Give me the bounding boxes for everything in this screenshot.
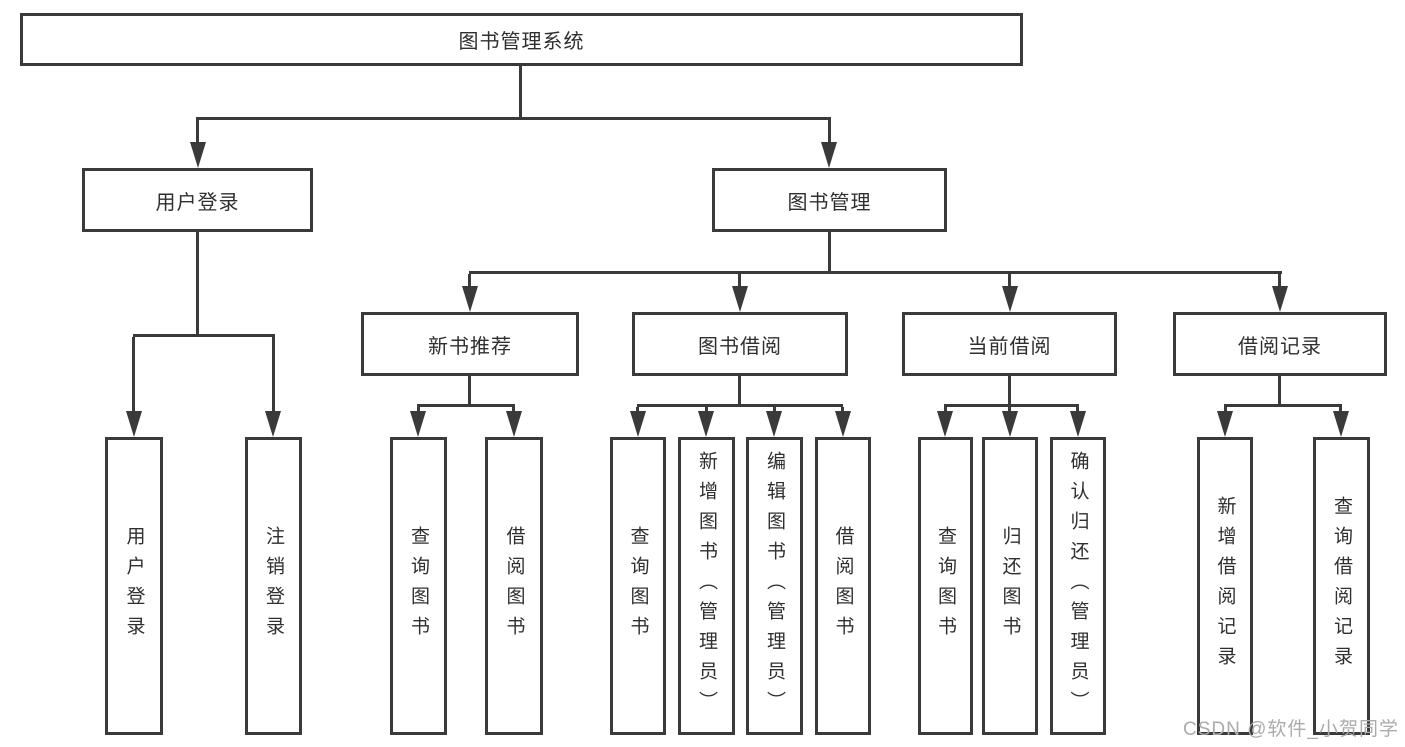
arrowhead-leaf-return-books xyxy=(1002,411,1018,437)
arrowhead-leaf-query-record xyxy=(1333,411,1349,437)
node-current-borrow: 当前借阅 xyxy=(902,312,1117,376)
arrowhead-leaf-login xyxy=(126,411,142,437)
node-new-book-recommend-label: 新书推荐 xyxy=(428,335,512,358)
connector-current-borrow-branch xyxy=(944,404,1079,407)
leaf-query-books-3: 查询图书 xyxy=(918,437,973,735)
connector-drop-current-borrow xyxy=(1008,274,1011,292)
node-book-management: 图书管理 xyxy=(712,168,947,232)
arrowhead-leaf-add-record xyxy=(1217,411,1233,437)
node-user-login-label: 用户登录 xyxy=(155,191,240,214)
leaf-borrow-books-2-label: 借阅图书 xyxy=(832,526,854,646)
connector-root-stem xyxy=(519,66,522,120)
connector-drop-leaf-login xyxy=(132,337,135,417)
leaf-query-borrow-record: 查询借阅记录 xyxy=(1313,437,1370,735)
connector-user-login-branch xyxy=(133,334,275,337)
node-borrow-records: 借阅记录 xyxy=(1173,312,1387,376)
arrowhead-leaf-borrow-books-2 xyxy=(835,411,851,437)
leaf-query-books-2-label: 查询图书 xyxy=(627,526,649,646)
node-book-borrow: 图书借阅 xyxy=(632,312,848,376)
arrowhead-new-book xyxy=(462,286,478,312)
node-book-borrow-label: 图书借阅 xyxy=(698,335,782,358)
arrowhead-leaf-query-books-1 xyxy=(410,411,426,437)
arrowhead-leaf-logout xyxy=(265,411,281,437)
connector-drop-leaf-logout xyxy=(272,337,275,417)
connector-drop-book-borrow xyxy=(738,274,741,292)
node-root-label: 图书管理系统 xyxy=(458,31,585,53)
connector-level1-branch xyxy=(196,117,831,120)
connector-user-login-stem xyxy=(196,232,199,336)
arrowhead-book-borrow xyxy=(732,286,748,312)
connector-drop-new-book xyxy=(468,274,471,292)
arrowhead-book-management xyxy=(821,142,837,168)
node-new-book-recommend: 新书推荐 xyxy=(361,312,579,376)
connector-drop-book-management xyxy=(828,120,831,150)
connector-current-borrow-stem xyxy=(1008,376,1011,407)
node-borrow-records-label: 借阅记录 xyxy=(1238,335,1322,358)
leaf-confirm-return-admin-label: 确认归还（管理员） xyxy=(1067,451,1089,721)
leaf-add-books-admin-label: 新增图书（管理员） xyxy=(696,451,717,721)
node-user-login: 用户登录 xyxy=(82,168,313,232)
leaf-logout-label: 注销登录 xyxy=(263,526,284,646)
arrowhead-user-login xyxy=(190,142,206,168)
node-current-borrow-label: 当前借阅 xyxy=(967,335,1052,358)
leaf-borrow-books-1-label: 借阅图书 xyxy=(503,526,525,646)
leaf-logout: 注销登录 xyxy=(245,437,302,735)
connector-borrow-records-stem xyxy=(1278,376,1281,407)
arrowhead-leaf-query-books-2 xyxy=(630,411,646,437)
arrowhead-leaf-edit-books xyxy=(766,411,782,437)
node-book-management-label: 图书管理 xyxy=(787,191,872,214)
connector-new-book-stem xyxy=(468,376,471,407)
leaf-return-books-label: 归还图书 xyxy=(999,526,1021,646)
leaf-confirm-return-admin: 确认归还（管理员） xyxy=(1050,437,1106,735)
arrowhead-current-borrow xyxy=(1002,286,1018,312)
arrowhead-leaf-query-books-3 xyxy=(937,411,953,437)
leaf-user-login: 用户登录 xyxy=(105,437,163,735)
leaf-edit-books-admin: 编辑图书（管理员） xyxy=(746,437,803,735)
connector-borrow-records-branch xyxy=(1224,404,1342,407)
connector-book-borrow-branch xyxy=(637,404,843,407)
arrowhead-leaf-borrow-books-1 xyxy=(506,411,522,437)
connector-book-management-stem xyxy=(828,232,831,274)
leaf-query-books-1: 查询图书 xyxy=(390,437,447,735)
leaf-user-login-label: 用户登录 xyxy=(123,526,145,646)
connector-level3-branch xyxy=(469,271,1282,274)
leaf-query-books-1-label: 查询图书 xyxy=(408,526,429,646)
leaf-add-borrow-record-label: 新增借阅记录 xyxy=(1214,496,1236,676)
leaf-query-books-2: 查询图书 xyxy=(610,437,666,735)
arrowhead-leaf-confirm-return xyxy=(1070,411,1086,437)
node-root: 图书管理系统 xyxy=(20,13,1023,66)
leaf-query-borrow-record-label: 查询借阅记录 xyxy=(1331,496,1352,676)
arrowhead-borrow-records xyxy=(1272,286,1288,312)
connector-book-borrow-stem xyxy=(738,376,741,407)
leaf-return-books: 归还图书 xyxy=(982,437,1038,735)
leaf-borrow-books-1: 借阅图书 xyxy=(485,437,543,735)
leaf-edit-books-admin-label: 编辑图书（管理员） xyxy=(764,451,785,721)
arrowhead-leaf-add-books xyxy=(698,411,714,437)
connector-new-book-branch xyxy=(417,404,515,407)
leaf-borrow-books-2: 借阅图书 xyxy=(815,437,871,735)
connector-drop-borrow-records xyxy=(1278,274,1281,292)
connector-drop-user-login xyxy=(196,120,199,150)
csdn-watermark: CSDN @软件_小贺同学 xyxy=(1183,719,1399,740)
leaf-add-borrow-record: 新增借阅记录 xyxy=(1197,437,1253,735)
leaf-add-books-admin: 新增图书（管理员） xyxy=(678,437,735,735)
leaf-query-books-3-label: 查询图书 xyxy=(935,526,956,646)
